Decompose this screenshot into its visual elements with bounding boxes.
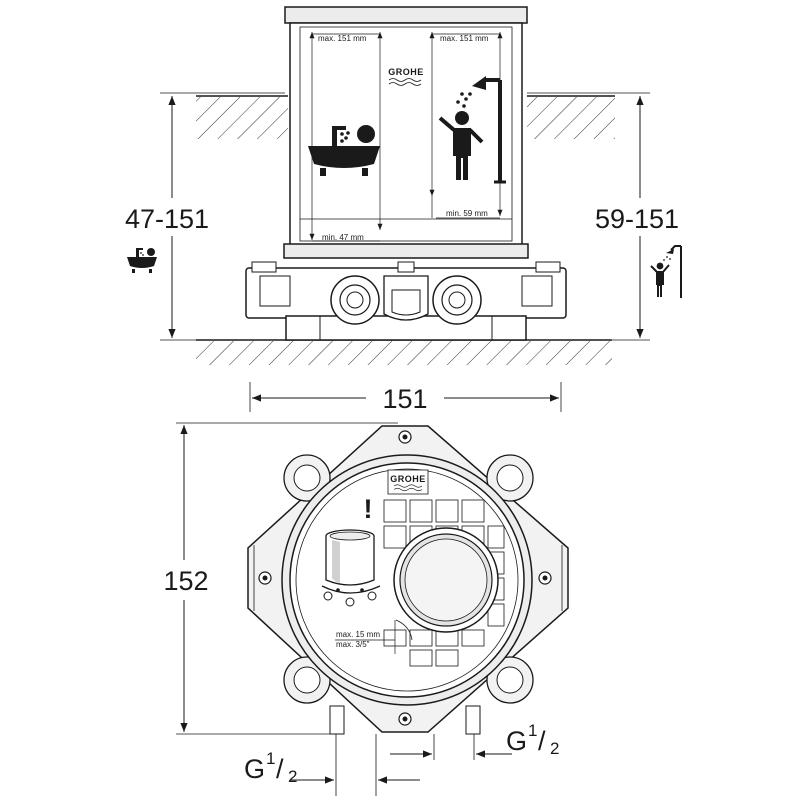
cartridge-icon [321,529,381,607]
ground-bottom [196,339,612,365]
side-view: 47-151 59-151 [125,6,682,365]
svg-text:2: 2 [288,767,297,786]
screw-hole-right [538,571,552,585]
dimension-left-label: 47-151 [125,204,209,234]
connection-right-label: G 1 / 2 [506,721,559,758]
svg-text:/: / [538,726,546,756]
svg-text:G: G [244,754,265,784]
installation-box-side: max. 151 mm max. 151 mm min. 47 mm min. … [283,6,529,259]
depth-label-inch: max. 3/5" [336,640,370,649]
dimension-width-label: 151 [382,384,427,414]
svg-text:GROHE: GROHE [390,474,426,484]
screw-hole-top [398,430,412,444]
corner-lugs [283,454,534,704]
grohe-logo: GROHE [388,67,424,86]
shower-figure-icon [438,76,506,184]
dimension-height-label: 152 [163,566,208,596]
valve-body-side [245,261,567,341]
svg-text:1: 1 [266,749,275,768]
warning-mark: ! [364,494,373,524]
screw-hole-bottom [398,712,412,726]
bathtub-large-icon [308,125,380,176]
screw-hole-left [258,571,272,585]
ground-top-right [527,95,615,139]
min-label-left: min. 47 mm [322,233,364,242]
svg-text:1: 1 [528,721,537,740]
depth-indicator [335,619,413,654]
svg-text:G: G [506,726,527,756]
max-label-right: max. 151 mm [440,34,489,43]
min-label-right: min. 59 mm [446,209,488,218]
svg-text:GROHE: GROHE [388,67,424,77]
top-view: 151 152 [163,382,569,796]
connection-left-label: G 1 / 2 [244,749,297,786]
shower-person-icon [650,245,682,298]
outlet-plug [393,527,499,633]
connection-stubs [329,705,481,796]
ground-top-left [196,95,288,139]
dimension-right-label: 59-151 [595,204,679,234]
svg-text:/: / [276,754,284,784]
grohe-logo-top: GROHE [387,469,429,495]
depth-label-mm: max. 15 mm [336,630,380,639]
max-label-left: max. 151 mm [318,34,367,43]
svg-text:2: 2 [550,739,559,758]
bathtub-icon [127,248,157,273]
